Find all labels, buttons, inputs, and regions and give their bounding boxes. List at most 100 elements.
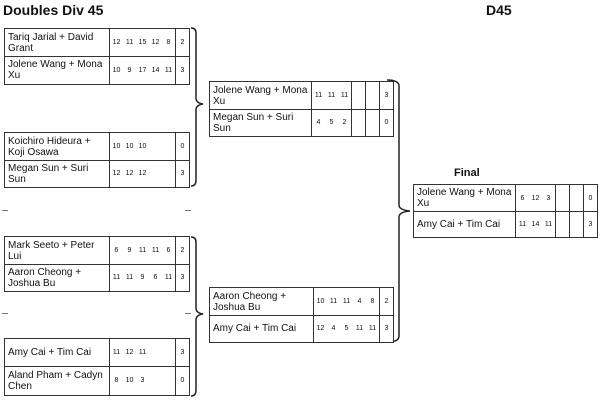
game-score — [569, 185, 583, 211]
game-score — [149, 366, 162, 395]
separator-dash — [185, 210, 191, 211]
game-score: 12 — [151, 39, 160, 46]
team-name: Amy Cai + Tim Cai — [213, 323, 297, 334]
game-score: 12 — [109, 160, 123, 187]
game-score: 8 — [166, 39, 171, 46]
team-name: Amy Cai + Tim Cai — [8, 347, 92, 358]
game-score — [149, 160, 162, 187]
match-box: Tariq Jarial + David Grant 12 11 15 12 8… — [4, 28, 190, 85]
games-won: 0 — [379, 109, 393, 136]
team-name: Megan Sun + Suri Sun — [8, 162, 89, 185]
games-won: 0 — [175, 133, 189, 160]
games-won: 3 — [379, 315, 393, 342]
team-row: Jolene Wang + Mona Xu 11 11 11 3 — [210, 82, 393, 110]
game-score: 9 — [127, 66, 132, 74]
team-row: Jolene Wang + Mona Xu 10 9 17 14 11 3 — [5, 56, 189, 84]
game-score: 12 — [125, 349, 134, 356]
game-score — [351, 109, 365, 136]
match-box: Amy Cai + Tim Cai 11 12 11 3 Aland Pham … — [4, 338, 190, 396]
game-score — [162, 339, 175, 366]
game-score: 11 — [329, 298, 338, 305]
game-score: 11 — [340, 92, 349, 99]
team-name: Megan Sun + Suri Sun — [213, 111, 294, 134]
team-row: Aaron Cheong + Joshua Bu 11 11 9 6 11 3 — [5, 264, 189, 291]
game-score — [162, 366, 175, 395]
game-score — [365, 109, 379, 136]
match-box: Koichiro Hideura + Koji Osawa 10 10 10 0… — [4, 132, 190, 188]
game-score: 10 — [109, 56, 123, 84]
game-score: 4 — [357, 298, 362, 305]
team-name: Aaron Cheong + Joshua Bu — [213, 290, 287, 313]
team-name: Koichiro Hideura + Koji Osawa — [8, 135, 91, 158]
games-won: 3 — [175, 264, 189, 291]
team-row: Amy Cai + Tim Cai 11 12 11 3 — [5, 339, 189, 367]
team-name: Jolene Wang + Mona Xu — [213, 84, 308, 107]
game-score: 11 — [515, 211, 529, 237]
games-won: 3 — [175, 339, 189, 366]
team-row: Amy Cai + Tim Cai 12 4 5 11 11 3 — [210, 315, 393, 342]
game-score: 11 — [368, 325, 377, 332]
team-name: Jolene Wang + Mona Xu — [8, 59, 103, 81]
game-score: 4 — [331, 325, 336, 332]
game-score: 17 — [138, 66, 147, 74]
team-name: Mark Seeto + Peter Lui — [8, 239, 95, 262]
games-won: 0 — [583, 185, 597, 211]
game-score — [149, 133, 162, 160]
team-row: Mark Seeto + Peter Lui 6 9 11 11 6 2 — [5, 237, 189, 265]
game-score — [162, 133, 175, 160]
game-score: 10 — [138, 143, 147, 150]
match-box-final: Jolene Wang + Mona Xu 6 12 3 0 Amy Cai +… — [413, 184, 598, 238]
match-box: Jolene Wang + Mona Xu 11 11 11 3 Megan S… — [209, 81, 394, 137]
game-score: 2 — [342, 119, 347, 126]
game-score: 10 — [313, 288, 327, 315]
game-score: 11 — [151, 247, 160, 254]
team-row: Aaron Cheong + Joshua Bu 10 11 11 4 8 2 — [210, 288, 393, 316]
games-won: 3 — [175, 56, 189, 84]
game-score — [569, 211, 583, 237]
team-row: Aland Pham + Cadyn Chen 8 10 3 0 — [5, 366, 189, 395]
game-score: 6 — [166, 247, 171, 254]
game-score — [555, 211, 569, 237]
game-score: 5 — [344, 325, 349, 332]
game-score: 12 — [313, 315, 327, 342]
game-score — [149, 339, 162, 366]
game-score: 6 — [515, 185, 529, 211]
game-score: 11 — [342, 298, 351, 305]
game-score: 12 — [109, 29, 123, 56]
team-row: Megan Sun + Suri Sun 4 5 2 0 — [210, 109, 393, 136]
games-won: 0 — [175, 366, 189, 395]
game-score: 11 — [125, 274, 134, 281]
game-score: 5 — [329, 119, 334, 126]
games-won: 3 — [379, 82, 393, 109]
game-score: 9 — [140, 274, 145, 281]
game-score — [555, 185, 569, 211]
game-score: 15 — [138, 39, 147, 46]
game-score: 9 — [127, 247, 132, 254]
team-row: Megan Sun + Suri Sun 12 12 12 3 — [5, 160, 189, 187]
game-score: 6 — [109, 237, 123, 264]
game-score: 3 — [140, 377, 145, 384]
game-score: 4 — [311, 109, 325, 136]
game-score: 11 — [164, 66, 173, 74]
separator-dash — [2, 210, 8, 211]
game-score: 14 — [531, 220, 540, 228]
game-score: 11 — [109, 264, 123, 291]
games-won: 2 — [175, 29, 189, 56]
game-score — [162, 160, 175, 187]
games-won: 2 — [175, 237, 189, 264]
game-score: 11 — [355, 325, 364, 332]
page-title: Doubles Div 45 — [3, 2, 104, 18]
team-row: Koichiro Hideura + Koji Osawa 10 10 10 0 — [5, 133, 189, 161]
team-name: Jolene Wang + Mona Xu — [417, 187, 512, 209]
match-box: Mark Seeto + Peter Lui 6 9 11 11 6 2 Aar… — [4, 236, 190, 292]
game-score: 11 — [125, 39, 134, 46]
game-score: 12 — [138, 170, 147, 177]
game-score: 11 — [164, 274, 173, 281]
team-row: Tariq Jarial + David Grant 12 11 15 12 8… — [5, 29, 189, 57]
separator-dash — [2, 313, 8, 314]
game-score: 11 — [327, 92, 336, 99]
team-name: Tariq Jarial + David Grant — [8, 31, 94, 54]
game-score: 12 — [125, 170, 134, 177]
team-name: Aland Pham + Cadyn Chen — [8, 369, 103, 392]
game-score: 14 — [151, 66, 160, 74]
